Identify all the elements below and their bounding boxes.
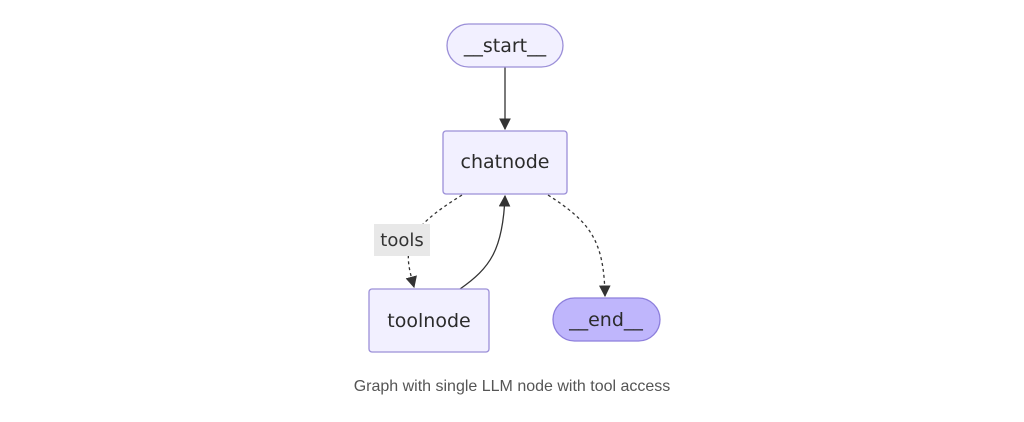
edge-label-tools-text: tools <box>380 230 423 251</box>
node-toolnode[interactable]: toolnode <box>368 288 490 353</box>
node-start[interactable]: __start__ <box>446 23 564 68</box>
node-end-label: __end__ <box>568 309 643 331</box>
node-end[interactable]: __end__ <box>552 297 661 342</box>
edge-label-tools: tools <box>374 224 430 256</box>
node-chatnode-label: chatnode <box>461 151 550 173</box>
diagram-caption: Graph with single LLM node with tool acc… <box>353 378 671 395</box>
node-start-label: __start__ <box>463 35 547 57</box>
edge-chatnode-to-end <box>547 194 611 298</box>
node-toolnode-label: toolnode <box>387 310 470 332</box>
node-chatnode[interactable]: chatnode <box>442 130 568 195</box>
edge-toolnode-to-chatnode <box>459 194 511 290</box>
graph-diagram: tools __start__ chatnode toolnode __end_… <box>368 23 661 353</box>
